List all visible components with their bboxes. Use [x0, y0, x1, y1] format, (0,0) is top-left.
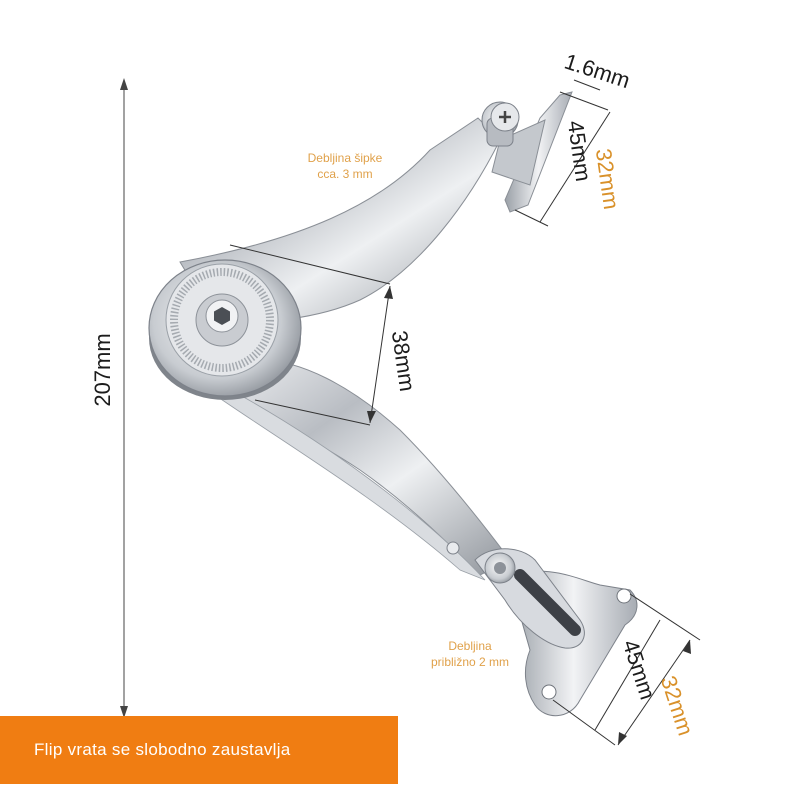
- pivot-disc: [148, 259, 302, 400]
- bottom-plate-outer-label: 45mm: [618, 637, 661, 703]
- bottom-thickness-note: Debljina približno 2 mm: [430, 639, 510, 669]
- caption-text: Flip vrata se slobodno zaustavlja: [34, 740, 291, 759]
- bottom-plate-dimension: [552, 593, 701, 746]
- top-plate-dimension: [514, 79, 611, 227]
- top-rod-thickness-label: 1.6mm: [561, 49, 633, 94]
- pivot-diameter-dimension: [229, 244, 393, 426]
- pivot-diameter-label: 38mm: [387, 329, 420, 393]
- top-plate-inner-label: 32mm: [591, 147, 624, 211]
- height-label: 207mm: [90, 333, 115, 406]
- height-dimension: [120, 78, 128, 718]
- bottom-screw: [484, 552, 516, 584]
- caption-banner: Flip vrata se slobodno zaustavlja: [0, 716, 398, 784]
- top-screw: [481, 101, 520, 147]
- hex-socket-icon: [214, 307, 230, 325]
- small-rivet: [446, 541, 460, 555]
- top-thickness-note: Debljina šipke cca. 3 mm: [307, 151, 383, 181]
- bottom-plate-inner-label: 32mm: [656, 673, 699, 739]
